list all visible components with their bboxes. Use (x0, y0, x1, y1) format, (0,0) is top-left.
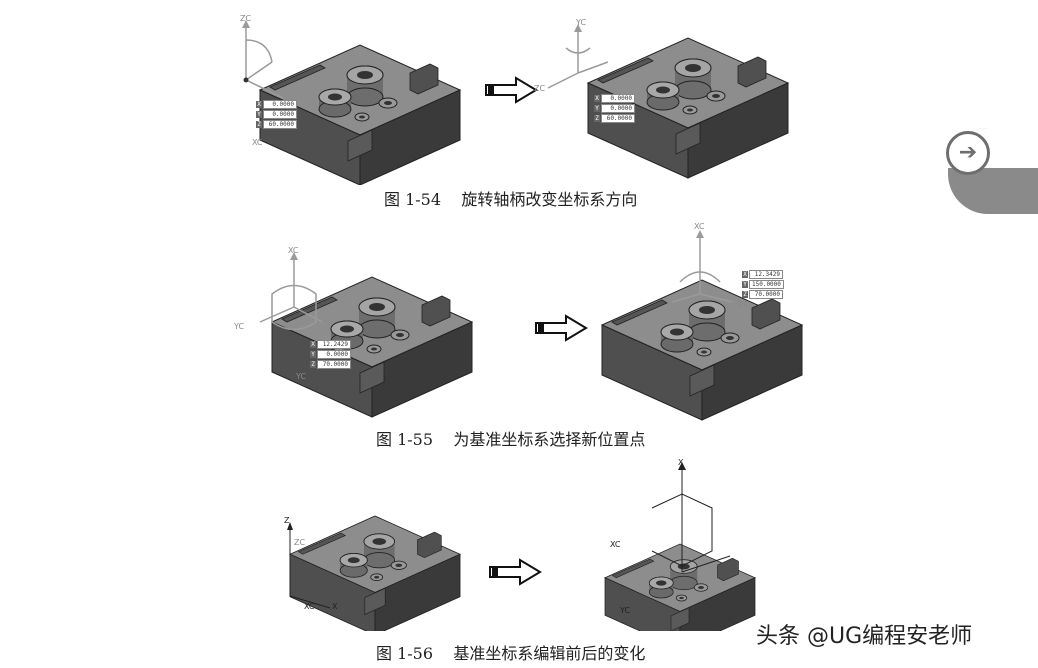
coord-x-field[interactable]: 12.3429 (749, 270, 783, 279)
axis-label: XC (252, 138, 263, 147)
coord-x-field[interactable]: 0.0000 (263, 100, 297, 109)
coord-y-field[interactable]: 0.0000 (601, 104, 635, 113)
figure-1-54-drawing (242, 20, 789, 186)
figure-1-56-drawing (287, 462, 756, 650)
axis-label: X (332, 602, 338, 611)
axis-label: YC (234, 322, 245, 331)
axis-label: XC (288, 246, 299, 255)
axis-label: XC (694, 222, 705, 231)
axis-label: ZC (240, 14, 252, 23)
figure-1-55-drawing (259, 230, 803, 421)
coord-z-field[interactable]: 60.0000 (263, 120, 297, 129)
figure-1-56: Z ZC XC X X XC YC (280, 456, 780, 650)
coord-z-field[interactable]: 60.0000 (601, 114, 635, 123)
axis-label: XC (304, 602, 315, 611)
figure-caption: 图 1-56 基准坐标系编辑前后的变化 (376, 644, 646, 663)
figure-caption: 图 1-54 旋转轴柄改变坐标系方向 (384, 190, 638, 209)
watermark: 头条 @UG编程安老师 (756, 624, 973, 649)
axis-label: XC (610, 540, 621, 549)
figure-caption: 图 1-55 为基准坐标系选择新位置点 (376, 430, 646, 449)
axis-label: YC (296, 372, 307, 381)
axis-label: YC (620, 606, 631, 615)
axis-label: YC (576, 18, 587, 27)
axis-label: ZC (738, 300, 750, 309)
axis-label: ZC (534, 84, 546, 93)
arrow-right-circle-icon[interactable]: ➔ (946, 131, 990, 175)
coord-x-field[interactable]: 12.2429 (317, 340, 351, 349)
coord-y-field[interactable]: 0.0000 (317, 350, 351, 359)
coord-z-field[interactable]: 70.0000 (749, 290, 783, 299)
coord-z-field[interactable]: 70.0000 (317, 360, 351, 369)
axis-label: ZC (294, 538, 306, 547)
coord-y-field[interactable]: 150.0000 (749, 280, 784, 289)
axis-label: Z (284, 516, 290, 525)
coord-x-field[interactable]: 0.0000 (601, 94, 635, 103)
axis-label: X (678, 458, 684, 467)
coord-y-field[interactable]: 0.0000 (263, 110, 297, 119)
